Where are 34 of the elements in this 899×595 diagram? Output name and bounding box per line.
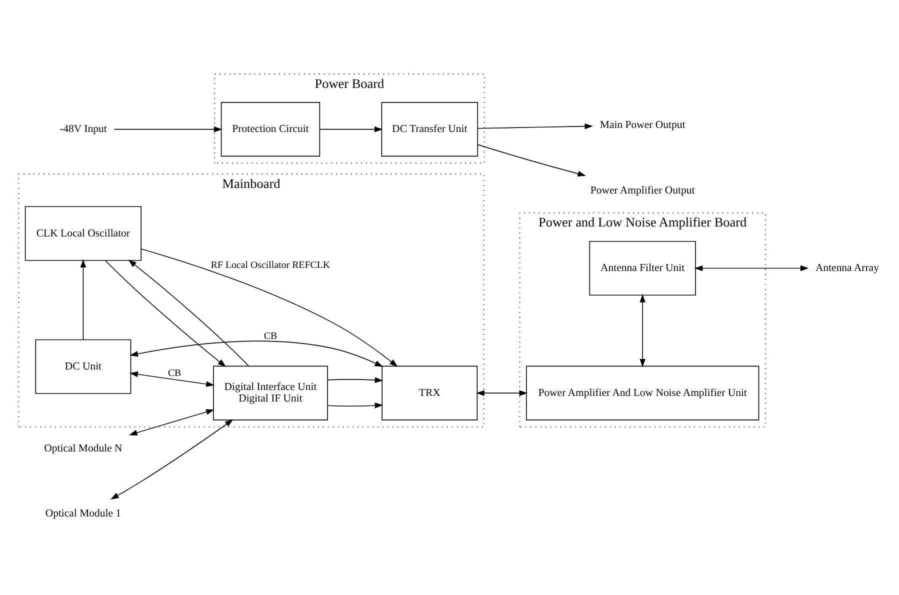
- node-text: Optical Module 1: [45, 507, 122, 520]
- arrow: [114, 126, 222, 132]
- node-text: Power Amplifier Output: [590, 184, 695, 196]
- node-text: -48V Input: [60, 122, 107, 135]
- arrow: [128, 408, 214, 435]
- arrow: [130, 370, 214, 386]
- arrow: [477, 122, 594, 129]
- arrow: [319, 126, 383, 132]
- arrow: [110, 418, 234, 499]
- node-box: CLK Local Oscillator: [24, 206, 142, 260]
- edge-label: CB: [264, 330, 278, 342]
- arrow: [477, 144, 586, 176]
- node-text: Main Power Output: [600, 118, 686, 130]
- arrow: [80, 258, 86, 340]
- arrow: [140, 248, 398, 366]
- arrow: [694, 264, 809, 271]
- node-box: Digital Interface Unit Digital IF Unit: [213, 365, 328, 420]
- node-text: Optical Module N: [44, 442, 122, 454]
- edge-label: RF Local Oscillator REFCLK: [210, 259, 330, 270]
- edge-label: CB: [168, 368, 182, 379]
- node-text: Antenna Array: [815, 262, 879, 274]
- arrow: [130, 340, 384, 366]
- arrow: [476, 390, 528, 396]
- node-box: DC Transfer Unit: [381, 102, 478, 156]
- node-box: TRX: [382, 365, 478, 420]
- arrow: [327, 376, 384, 382]
- arrow: [104, 260, 226, 366]
- node-box: DC Unit: [35, 338, 132, 394]
- arrow: [640, 294, 646, 367]
- arrow: [327, 402, 384, 408]
- node-box: Protection Circuit: [220, 102, 320, 156]
- node-box: Power Amplifier And Low Noise Amplifier Unit: [526, 365, 760, 420]
- arrow: [128, 259, 250, 366]
- node-box: Antenna Filter Unit: [589, 240, 696, 296]
